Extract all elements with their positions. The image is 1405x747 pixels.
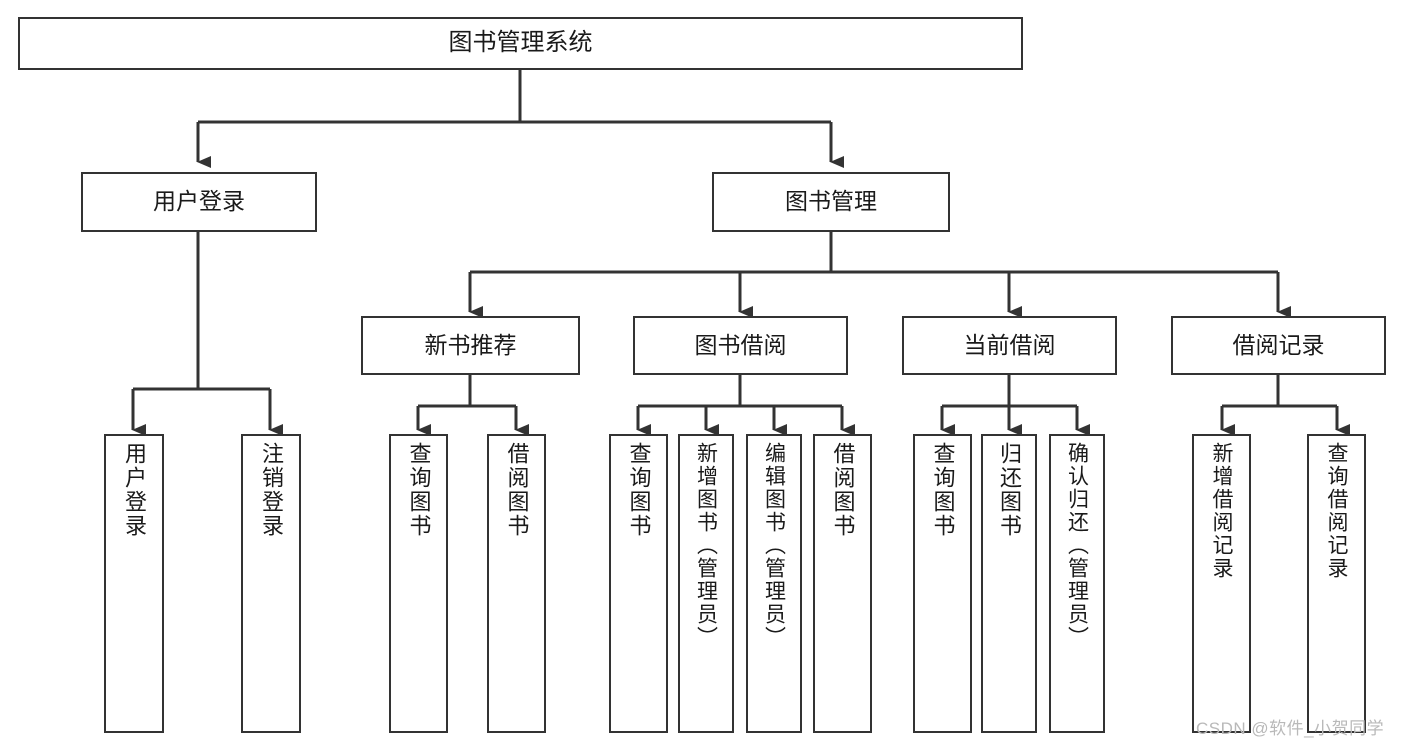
node-leaf-query-book-2[interactable]: 查询图书 [609, 434, 668, 733]
node-leaf-query-record-label: 查询借阅记录 [1325, 442, 1348, 580]
node-book-borrow-label: 图书借阅 [694, 331, 787, 358]
node-leaf-user-login-label: 用户登录 [122, 442, 147, 538]
node-leaf-query-book-3-label: 查询图书 [930, 442, 956, 538]
node-leaf-borrow-book-1-label: 借阅图书 [504, 442, 530, 538]
node-leaf-query-book-1[interactable]: 查询图书 [389, 434, 448, 733]
node-borrow-record-label: 借阅记录 [1232, 331, 1325, 358]
node-leaf-add-book-label: 新增图书（管理员） [694, 442, 718, 649]
node-leaf-return-book[interactable]: 归还图书 [981, 434, 1037, 733]
node-leaf-logout-login-label: 注销登录 [259, 442, 284, 538]
node-leaf-edit-book[interactable]: 编辑图书（管理员） [746, 434, 802, 733]
node-root-label: 图书管理系统 [448, 29, 593, 57]
node-leaf-borrow-book-1[interactable]: 借阅图书 [487, 434, 546, 733]
node-leaf-edit-book-label: 编辑图书（管理员） [762, 442, 786, 649]
node-leaf-return-book-label: 归还图书 [997, 442, 1022, 538]
node-leaf-add-record-label: 新增借阅记录 [1210, 442, 1233, 580]
node-book-manage[interactable]: 图书管理 [712, 172, 950, 232]
node-user-login-label: 用户登录 [153, 188, 245, 215]
node-leaf-add-record[interactable]: 新增借阅记录 [1192, 434, 1251, 733]
node-new-book-recommend-label: 新书推荐 [424, 331, 517, 358]
node-current-borrow[interactable]: 当前借阅 [902, 316, 1117, 375]
node-leaf-borrow-book-2[interactable]: 借阅图书 [813, 434, 872, 733]
node-leaf-logout-login[interactable]: 注销登录 [241, 434, 301, 733]
node-borrow-record[interactable]: 借阅记录 [1171, 316, 1386, 375]
node-user-login[interactable]: 用户登录 [81, 172, 317, 232]
node-leaf-query-book-3[interactable]: 查询图书 [913, 434, 972, 733]
node-leaf-user-login[interactable]: 用户登录 [104, 434, 164, 733]
node-root[interactable]: 图书管理系统 [18, 17, 1023, 70]
node-new-book-recommend[interactable]: 新书推荐 [361, 316, 580, 375]
csdn-watermark: CSDN @软件_小贺同学 [1196, 719, 1385, 738]
node-leaf-query-record[interactable]: 查询借阅记录 [1307, 434, 1366, 733]
node-leaf-confirm-return-label: 确认归还（管理员） [1065, 442, 1089, 649]
node-book-manage-label: 图书管理 [785, 188, 877, 215]
node-leaf-add-book[interactable]: 新增图书（管理员） [678, 434, 734, 733]
node-book-borrow[interactable]: 图书借阅 [633, 316, 848, 375]
node-leaf-borrow-book-2-label: 借阅图书 [830, 442, 856, 538]
node-leaf-query-book-2-label: 查询图书 [626, 442, 652, 538]
node-leaf-confirm-return[interactable]: 确认归还（管理员） [1049, 434, 1105, 733]
node-leaf-query-book-1-label: 查询图书 [406, 442, 432, 538]
node-current-borrow-label: 当前借阅 [963, 331, 1056, 358]
